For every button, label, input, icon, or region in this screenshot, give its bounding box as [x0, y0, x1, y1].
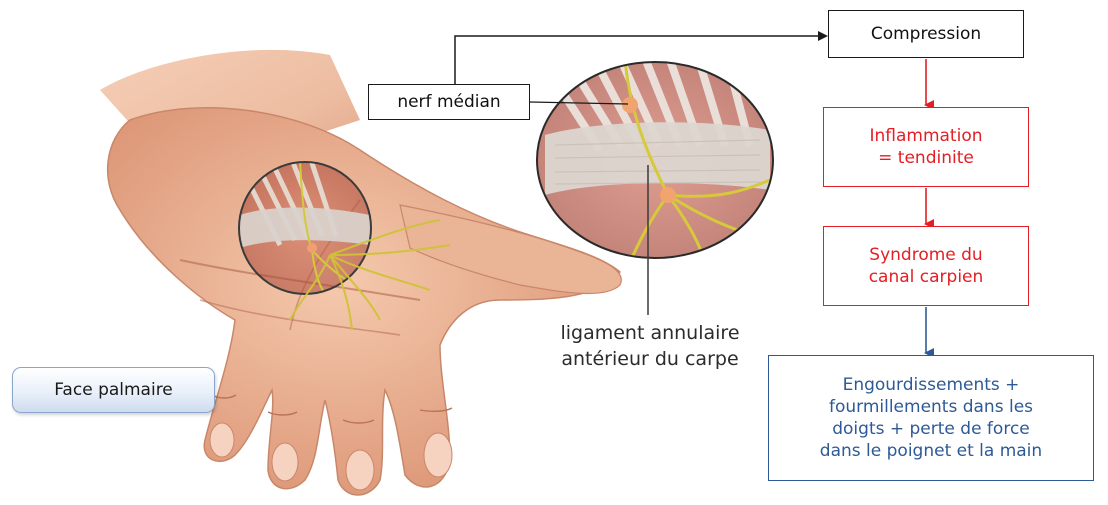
symptoms-label-line2: fourmillements dans les — [820, 396, 1042, 418]
inflammation-label-line2: = tendinite — [869, 147, 982, 169]
ligament-label: ligament annulaire antérieur du carpe — [530, 320, 770, 372]
carpal-tunnel-syndrome-box: Syndrome du canal carpien — [823, 226, 1029, 306]
symptoms-label-line1: Engourdissements + — [820, 374, 1042, 396]
symptoms-label-line3: doigts + perte de force — [820, 418, 1042, 440]
face-palmaire-badge: Face palmaire — [12, 367, 215, 413]
inflammation-box: Inflammation = tendinite — [823, 107, 1029, 187]
hand-illustration — [100, 50, 621, 495]
magnified-carpal-tunnel — [535, 58, 780, 262]
inflammation-label-line1: Inflammation — [869, 125, 982, 147]
ligament-label-line1: ligament annulaire — [530, 320, 770, 346]
face-palmaire-label: Face palmaire — [54, 379, 173, 401]
symptoms-box: Engourdissements + fourmillements dans l… — [768, 355, 1094, 481]
ligament-label-line2: antérieur du carpe — [530, 346, 770, 372]
syndrome-label-line1: Syndrome du — [869, 244, 984, 266]
compression-label: Compression — [871, 23, 981, 45]
symptoms-label-line4: dans le poignet et la main — [820, 440, 1042, 462]
compression-box: Compression — [828, 10, 1024, 58]
syndrome-label-line2: canal carpien — [869, 266, 984, 288]
median-nerve-label: nerf médian — [397, 91, 500, 113]
median-nerve-label-box: nerf médian — [368, 84, 530, 120]
